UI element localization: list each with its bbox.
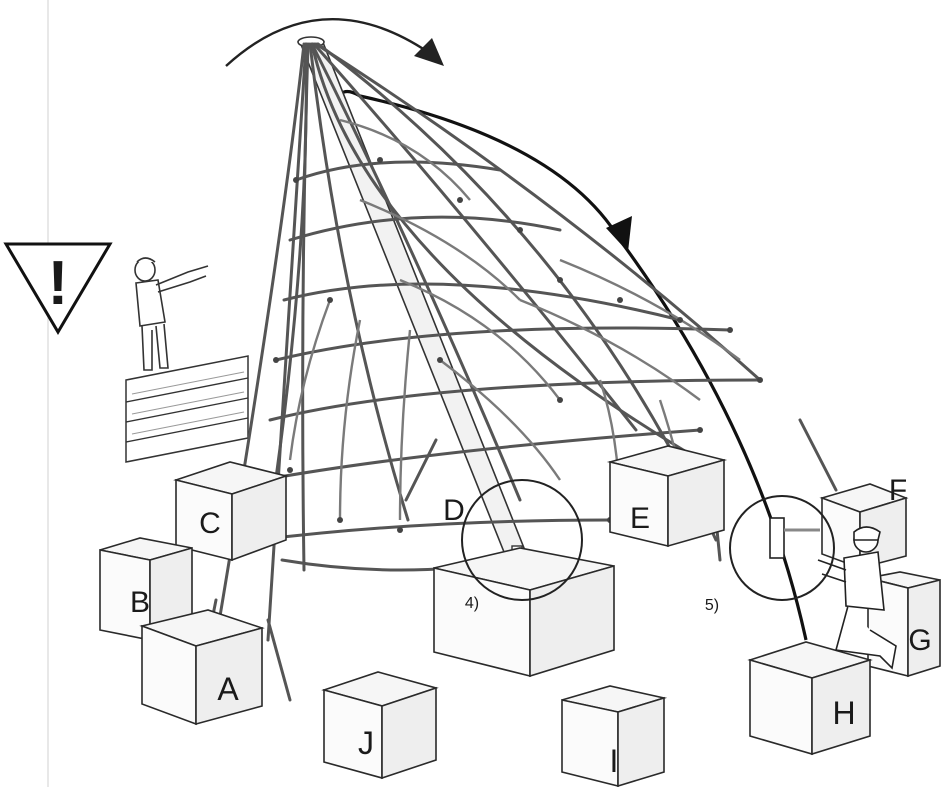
rope-net — [208, 42, 838, 702]
block-h-label: H — [832, 695, 855, 731]
detail-4-label: 4) — [465, 595, 479, 612]
block-i-label: I — [610, 743, 619, 779]
block-e: E — [606, 445, 728, 548]
warning-symbol: ! — [48, 249, 69, 318]
block-h: H — [747, 641, 873, 756]
block-c: C — [173, 461, 289, 562]
central-mast — [297, 36, 535, 579]
rope-clamp — [769, 517, 785, 559]
pallet — [125, 355, 249, 463]
block-i: I — [561, 685, 668, 787]
block-b-label: B — [130, 586, 150, 619]
block-j: J — [321, 671, 439, 780]
block-c-label: C — [199, 507, 221, 540]
block-f-label: F — [889, 474, 907, 507]
block-b: B — [99, 537, 193, 642]
block-a: A — [139, 609, 265, 726]
block-e-label: E — [630, 502, 650, 535]
detail-5-label: 5) — [705, 597, 719, 614]
block-j-label: J — [358, 725, 374, 761]
block-a-label: A — [217, 671, 239, 707]
block-g-label: G — [908, 624, 931, 657]
warning-exclamation-icon: ! — [3, 242, 113, 335]
detail-circle-5: 5) — [705, 495, 835, 614]
kneeling-worker-figure — [817, 526, 897, 670]
block-d-label: D — [443, 494, 465, 527]
rotation-arrow — [225, 18, 444, 67]
detail-circle-4: 4) — [461, 479, 583, 612]
supervising-worker-figure — [134, 257, 209, 371]
block-f: F — [819, 474, 909, 570]
